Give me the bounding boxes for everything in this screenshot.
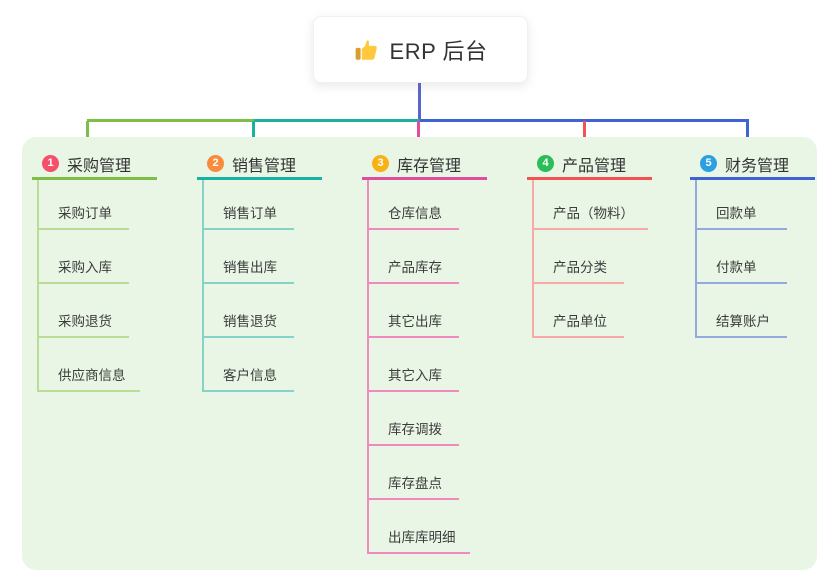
child-node[interactable]: 产品库存 <box>369 230 459 284</box>
branch2-connector-line <box>252 121 255 147</box>
branch-node[interactable]: 5 财务管理 <box>690 150 815 180</box>
child-node-label: 回款单 <box>716 206 757 221</box>
bus-line-branch1 <box>87 119 254 122</box>
branch-label: 采购管理 <box>67 157 132 175</box>
branch-label: 销售管理 <box>232 157 297 175</box>
child-node[interactable]: 采购订单 <box>39 180 129 230</box>
branch-label: 库存管理 <box>397 157 462 175</box>
child-node[interactable]: 库存盘点 <box>369 446 459 500</box>
child-node-label: 库存调拨 <box>388 422 442 437</box>
root-connector-line <box>418 83 421 121</box>
branches-background-panel <box>22 137 817 570</box>
child-node-label: 结算账户 <box>716 314 770 329</box>
child-node[interactable]: 库存调拨 <box>369 392 459 446</box>
child-node[interactable]: 付款单 <box>697 230 787 284</box>
child-node-label: 销售出库 <box>223 260 277 275</box>
branch-number-badge: 5 <box>700 155 717 172</box>
child-node[interactable]: 客户信息 <box>204 338 294 392</box>
branch5-connector-line <box>746 121 749 147</box>
child-node-label: 产品单位 <box>553 314 607 329</box>
child-node-label: 采购入库 <box>58 260 112 275</box>
child-node[interactable]: 其它出库 <box>369 284 459 338</box>
child-node[interactable]: 仓库信息 <box>369 180 459 230</box>
child-node-label: 供应商信息 <box>58 368 126 383</box>
branch-number-badge: 2 <box>207 155 224 172</box>
branch-column: 3 库存管理 仓库信息产品库存其它出库其它入库库存调拨库存盘点出库库明细 <box>362 150 487 554</box>
child-node-label: 客户信息 <box>223 368 277 383</box>
branch-children: 采购订单采购入库采购退货供应商信息 <box>37 180 140 392</box>
branch-node[interactable]: 2 销售管理 <box>197 150 322 180</box>
child-node[interactable]: 采购入库 <box>39 230 129 284</box>
child-node[interactable]: 产品单位 <box>534 284 624 338</box>
child-node-label: 出库库明细 <box>388 530 456 545</box>
child-node-label: 销售退货 <box>223 314 277 329</box>
child-node[interactable]: 其它入库 <box>369 338 459 392</box>
branch-node[interactable]: 4 产品管理 <box>527 150 652 180</box>
branch-column: 5 财务管理 回款单付款单结算账户 <box>690 150 815 338</box>
bus-line-branch2 <box>254 119 420 122</box>
child-node[interactable]: 产品（物料） <box>534 180 648 230</box>
child-node-label: 仓库信息 <box>388 206 442 221</box>
branch-column: 1 采购管理 采购订单采购入库采购退货供应商信息 <box>32 150 157 392</box>
child-node[interactable]: 采购退货 <box>39 284 129 338</box>
child-node-label: 其它入库 <box>388 368 442 383</box>
child-node[interactable]: 销售出库 <box>204 230 294 284</box>
branch-number-badge: 4 <box>537 155 554 172</box>
branch-node[interactable]: 1 采购管理 <box>32 150 157 180</box>
branch1-connector-line <box>86 121 89 147</box>
root-node-label: ERP 后台 <box>389 38 488 64</box>
thumbs-up-icon <box>355 39 377 60</box>
branch-column: 2 销售管理 销售订单销售出库销售退货客户信息 <box>197 150 322 392</box>
child-node[interactable]: 销售退货 <box>204 284 294 338</box>
branch-column: 4 产品管理 产品（物料） 产品分类产品单位 <box>527 150 652 338</box>
child-node[interactable]: 结算账户 <box>697 284 787 338</box>
child-node-label: 销售订单 <box>223 206 277 221</box>
branch-children: 仓库信息产品库存其它出库其它入库库存调拨库存盘点出库库明细 <box>367 180 470 554</box>
branch4-connector-line <box>583 121 586 147</box>
branch-label: 产品管理 <box>562 157 627 175</box>
child-node-label: 付款单 <box>716 260 757 275</box>
branch3-connector-line <box>417 121 420 147</box>
root-node[interactable]: ERP 后台 <box>313 16 528 83</box>
child-node-label: 产品库存 <box>388 260 442 275</box>
child-node[interactable]: 出库库明细 <box>369 500 470 554</box>
child-node-label: 库存盘点 <box>388 476 442 491</box>
child-node[interactable]: 回款单 <box>697 180 787 230</box>
child-node-label: 产品分类 <box>553 260 607 275</box>
child-node[interactable]: 供应商信息 <box>39 338 140 392</box>
child-node-label: 其它出库 <box>388 314 442 329</box>
child-node[interactable]: 销售订单 <box>204 180 294 230</box>
branch-children: 销售订单销售出库销售退货客户信息 <box>202 180 294 392</box>
branch-children: 产品（物料） 产品分类产品单位 <box>532 180 648 338</box>
branch-label: 财务管理 <box>725 157 790 175</box>
bus-line-branch5 <box>420 119 749 122</box>
branch-number-badge: 1 <box>42 155 59 172</box>
child-node-label: 采购订单 <box>58 206 112 221</box>
branch-node[interactable]: 3 库存管理 <box>362 150 487 180</box>
child-node[interactable]: 产品分类 <box>534 230 624 284</box>
child-node-label: 采购退货 <box>58 314 112 329</box>
branch-children: 回款单付款单结算账户 <box>695 180 787 338</box>
branch-number-badge: 3 <box>372 155 389 172</box>
child-node-label: 产品（物料） <box>553 206 634 221</box>
